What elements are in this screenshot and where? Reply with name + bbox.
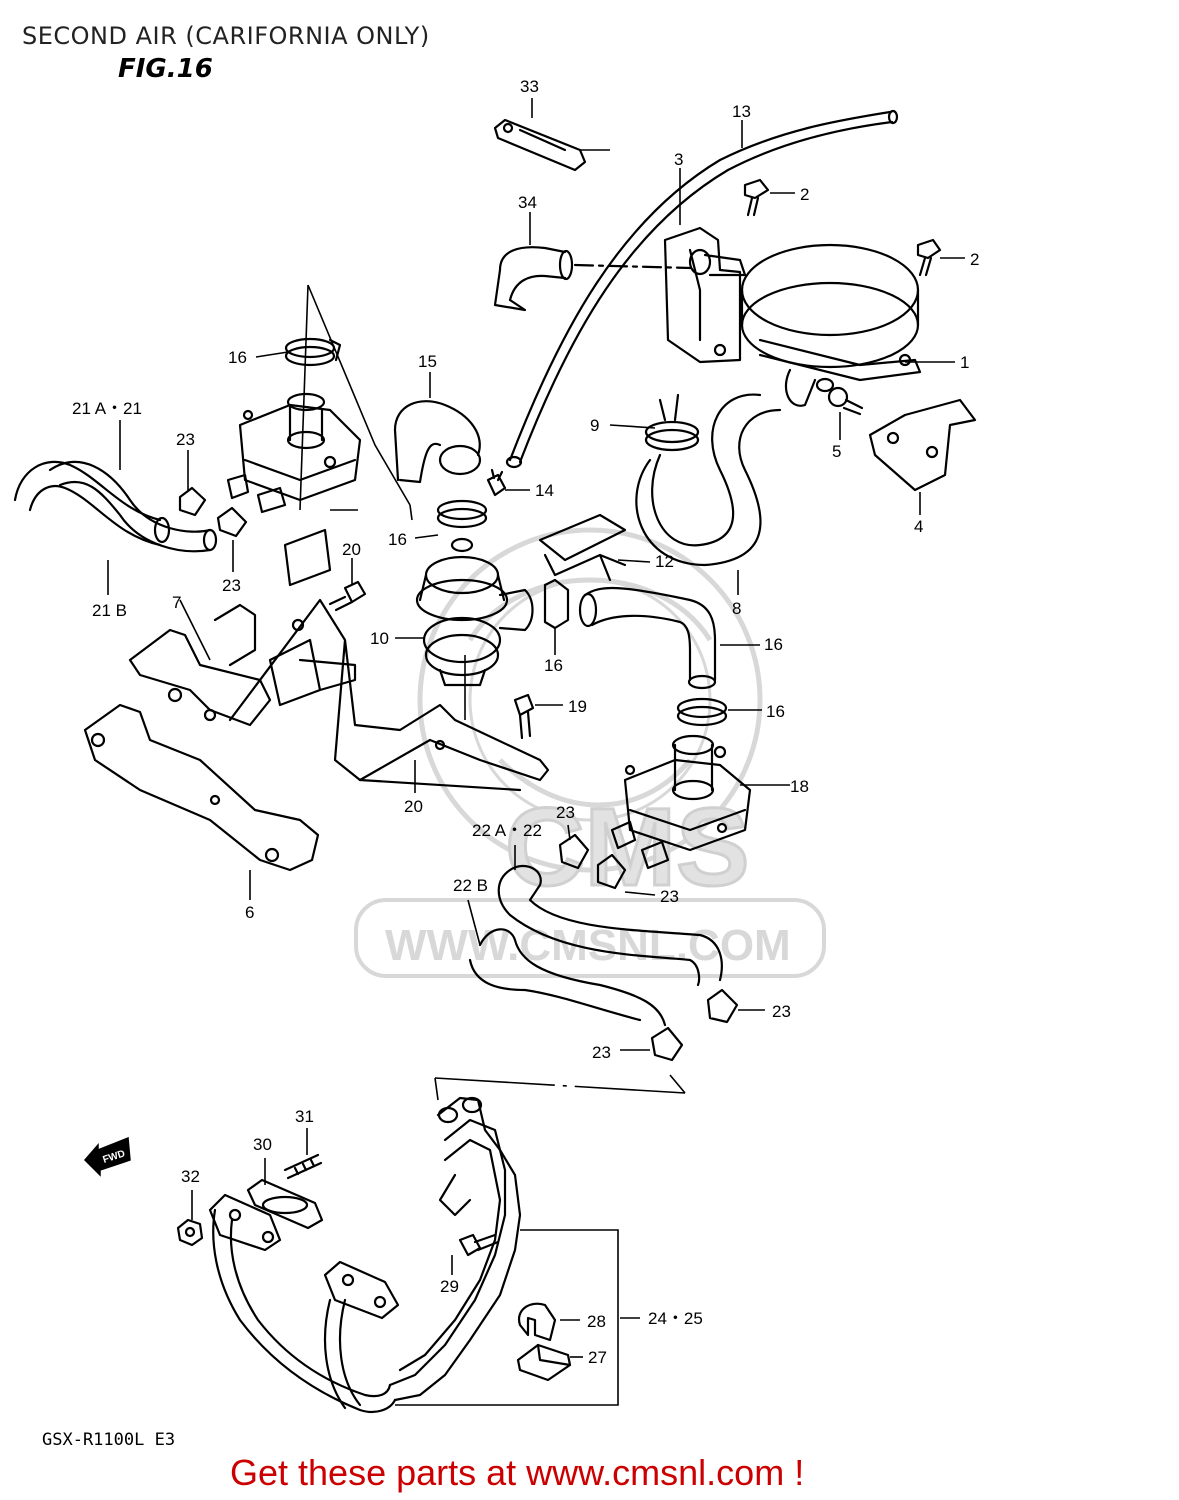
bolt-5 (827, 386, 864, 416)
bolt-2b (916, 238, 942, 277)
clamp-23-e (706, 988, 739, 1024)
label-24-25: 24・25 (648, 1309, 703, 1328)
bracket-4 (868, 398, 977, 492)
label-23-b: 23 (222, 576, 241, 595)
pad-34 (283, 528, 332, 587)
label-4: 4 (914, 517, 923, 536)
label-20: 20 (342, 540, 361, 559)
clip-27 (517, 1302, 557, 1342)
label-31: 32 (181, 1167, 200, 1186)
damper-26 (516, 1343, 572, 1382)
label-27: 28 (587, 1312, 606, 1331)
part-number-labels: 33 13 3 2 34 2 1 16 15 21 A・21 9 23 5 14… (72, 77, 979, 1367)
clamp-23-f (650, 1026, 684, 1062)
label-6: 6 (245, 903, 254, 922)
label-15: 16 (764, 635, 783, 654)
watermark: CMS WWW.CMSNL.COM (354, 527, 826, 978)
reed-valve-17 (610, 734, 752, 870)
valve-10 (415, 555, 534, 687)
duct-11 (538, 513, 627, 582)
label-28: 29 (440, 1277, 459, 1296)
bolt-18 (513, 693, 535, 740)
label-23-e: 23 (772, 1002, 791, 1021)
label-2b: 2 (970, 250, 979, 269)
label-33: 34 (518, 193, 537, 212)
label-23-a: 23 (176, 430, 195, 449)
fwd-arrow-icon: FWD (83, 1136, 131, 1177)
label-8: 8 (732, 599, 741, 618)
bolt-28 (458, 1233, 500, 1257)
clamp-23-b (216, 506, 248, 538)
cmsnl-parts-link[interactable]: Get these parts at www.cmsnl.com ! (230, 1452, 805, 1493)
hose-12 (505, 109, 899, 469)
figure-number: FIG.16 (118, 54, 213, 84)
label-3: 3 (674, 150, 683, 169)
label-13: 14 (535, 481, 554, 500)
label-18: 19 (568, 697, 587, 716)
hose-15 (578, 586, 717, 690)
bracket-32 (493, 118, 587, 172)
clamp-23-c (558, 833, 590, 870)
stud-30 (283, 1153, 323, 1180)
label-9: 9 (590, 416, 599, 435)
label-29: 30 (253, 1135, 272, 1154)
bracket-6 (83, 703, 320, 872)
watermark-url: WWW.CMSNL.COM (385, 921, 791, 970)
clamp-23-d (596, 853, 627, 890)
leader-lines (107, 98, 965, 1406)
label-5: 5 (832, 442, 841, 461)
clamp-9 (644, 393, 700, 452)
line-art (13, 109, 977, 1414)
label-2a: 2 (800, 185, 809, 204)
page-title: SECOND AIR (CARIFORNIA ONLY) (22, 22, 430, 50)
bolt-2a (743, 178, 770, 217)
reed-valve-upper (226, 392, 362, 514)
gasket-29 (246, 1178, 324, 1230)
clamp-23-a (178, 486, 207, 517)
label-16-top: 16 (228, 348, 247, 367)
elbow-hose-33 (493, 246, 692, 312)
hose-22 (468, 864, 723, 1027)
label-16-low: 16 (766, 702, 785, 721)
label-19: 20 (404, 797, 423, 816)
clamp-13 (486, 468, 507, 497)
label-23-f: 23 (592, 1043, 611, 1062)
label-10: 10 (370, 629, 389, 648)
model-code: GSX-R1100L E3 (42, 1430, 176, 1450)
bracket-7 (128, 603, 272, 727)
label-30: 31 (295, 1107, 314, 1126)
label-14: 15 (418, 352, 437, 371)
clamp-16-mid (436, 499, 488, 553)
clamp-16-low (676, 697, 728, 727)
pipe-assembly-24-25 (208, 1096, 522, 1414)
clamp-16-side (543, 578, 570, 630)
label-22a: 22 A・22 (472, 821, 542, 840)
label-32: 33 (520, 77, 539, 96)
label-22b: 22 B (453, 876, 488, 895)
label-11: 12 (655, 552, 674, 571)
label-21b: 21 B (92, 601, 127, 620)
air-cleaner-1 (663, 226, 922, 407)
nut-31 (176, 1218, 204, 1247)
label-12: 13 (732, 102, 751, 121)
label-17: 18 (790, 777, 809, 796)
label-23-d: 23 (660, 887, 679, 906)
label-7: 7 (172, 593, 181, 612)
label-16-mid: 16 (388, 530, 407, 549)
hose-8 (635, 393, 782, 567)
hose-21 (13, 460, 218, 553)
label-1: 1 (960, 353, 969, 372)
label-16-side: 16 (544, 656, 563, 675)
label-21a: 21 A・21 (72, 399, 142, 418)
bracket-19 (228, 598, 550, 792)
bolt-20 (328, 580, 367, 612)
label-23-c: 23 (556, 803, 575, 822)
label-26: 27 (588, 1348, 607, 1367)
hose-14 (393, 400, 482, 484)
